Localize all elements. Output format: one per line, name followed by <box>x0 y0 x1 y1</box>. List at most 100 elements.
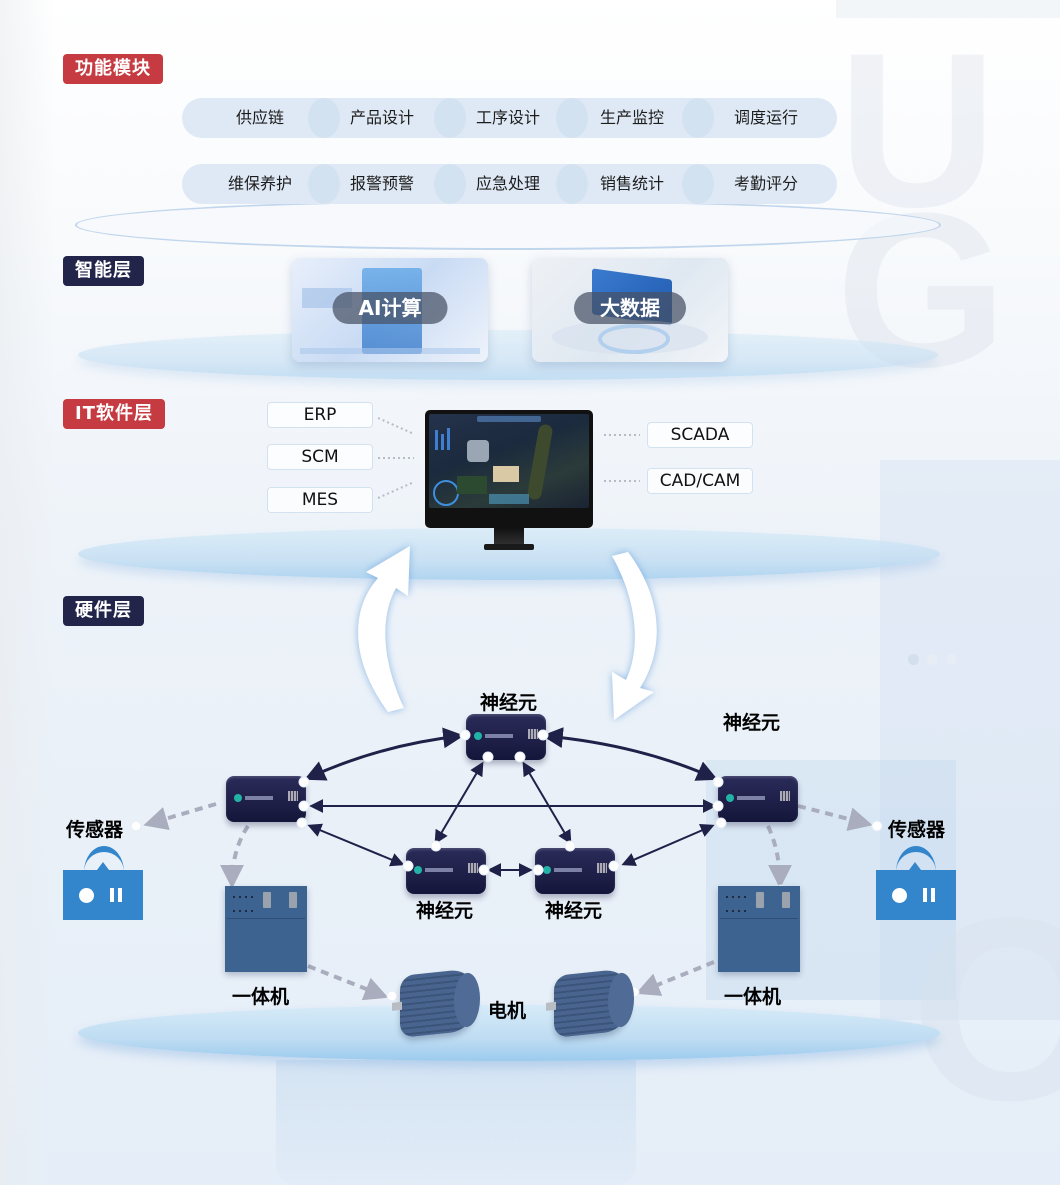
software-tag-cad-cam[interactable]: CAD/CAM <box>647 468 753 494</box>
sensor-record-icon <box>892 888 907 903</box>
integrated-machine-left[interactable] <box>225 886 307 972</box>
link-neuron-sensor-right <box>797 804 873 831</box>
port-dot <box>608 860 620 872</box>
neuron-device-bottom-left[interactable] <box>406 848 486 894</box>
screen-chart-bar <box>441 434 444 450</box>
port-dot <box>298 800 310 812</box>
neuron-label-top: 神经元 <box>480 692 538 714</box>
section-badge-intelligence: 智能层 <box>63 256 144 286</box>
function-module-item[interactable]: 销售统计 <box>599 174 664 193</box>
function-module-item[interactable]: 工序设计 <box>475 108 540 127</box>
screen-title-bar <box>477 416 541 422</box>
qr-code-icon <box>597 863 607 873</box>
sensor-device-left[interactable] <box>63 870 143 920</box>
sensor-signal-icon <box>84 846 124 872</box>
port-dot <box>537 729 549 741</box>
function-module-item[interactable]: 考勤评分 <box>733 174 798 193</box>
port-dot <box>532 864 544 876</box>
port-dot <box>478 864 490 876</box>
software-tag-scada[interactable]: SCADA <box>647 422 753 448</box>
neuron-device-left[interactable] <box>226 776 306 822</box>
integrated-machine-label-right: 一体机 <box>724 986 782 1008</box>
port-dot <box>514 751 526 763</box>
motor-label: 电机 <box>488 1000 527 1022</box>
link-left-bottomleft <box>307 823 405 867</box>
neuron-brand-mark <box>485 734 513 738</box>
monitor-stand-neck <box>494 528 524 546</box>
link-neuron-cabinet-right <box>766 825 792 889</box>
port-dot <box>386 990 398 1002</box>
function-module-item[interactable]: 产品设计 <box>349 108 414 127</box>
connector-erp <box>377 417 415 435</box>
section-badge-function: 功能模块 <box>63 54 163 84</box>
function-module-item[interactable]: 应急处理 <box>475 174 540 193</box>
software-tag-mes[interactable]: MES <box>267 487 373 513</box>
monitor-screen <box>429 414 589 508</box>
motor-shaft <box>546 1001 556 1011</box>
pill-separator <box>682 98 714 138</box>
big-data-label: 大数据 <box>574 292 686 324</box>
big-data-pedestal <box>552 320 708 354</box>
ai-illustration-base <box>300 348 480 354</box>
link-top-bottomright <box>522 761 572 845</box>
port-dot <box>296 817 308 829</box>
neuron-device-right[interactable] <box>718 776 798 822</box>
neuron-device-top[interactable] <box>466 714 546 760</box>
neuron-logo-icon <box>414 866 422 874</box>
cabinet-meter <box>782 892 790 908</box>
function-module-item[interactable]: 维保养护 <box>227 174 292 193</box>
function-module-item[interactable]: 生产监控 <box>599 108 664 127</box>
integrated-machine-right[interactable] <box>718 886 800 972</box>
intelligence-platform-disc <box>78 330 938 380</box>
neuron-brand-mark <box>425 868 453 872</box>
section-badge-it-software: IT软件层 <box>63 399 165 429</box>
cabinet-meter <box>756 892 764 908</box>
port-dot <box>871 820 883 832</box>
software-tag-erp[interactable]: ERP <box>267 402 373 428</box>
watermark-block <box>836 0 1060 18</box>
port-dot <box>459 729 471 741</box>
screen-grass <box>457 476 487 494</box>
qr-code-icon <box>780 791 790 801</box>
function-module-item[interactable]: 调度运行 <box>733 108 798 127</box>
dots-decoration <box>908 654 962 666</box>
pill-separator <box>682 164 714 204</box>
connector-mes <box>377 481 415 499</box>
function-row-1: 供应链 产品设计 工序设计 生产监控 调度运行 <box>182 98 837 138</box>
motor-shaft <box>392 1001 402 1011</box>
neuron-label-bottom-right: 神经元 <box>545 900 603 922</box>
software-tag-scm[interactable]: SCM <box>267 444 373 470</box>
link-neuron-sensor-left <box>143 802 217 831</box>
neuron-device-bottom-right[interactable] <box>535 848 615 894</box>
sensor-label-left: 传感器 <box>66 819 124 841</box>
monitor-display <box>425 410 593 528</box>
big-data-card[interactable]: 大数据 <box>532 258 728 362</box>
neuron-label-bottom-left: 神经元 <box>416 900 474 922</box>
screen-building <box>493 466 519 482</box>
pill-separator <box>556 98 588 138</box>
sensor-antenna-icon <box>97 862 109 870</box>
link-right-bottomright <box>621 824 715 866</box>
screen-tanks <box>467 440 489 462</box>
port-dot <box>564 840 576 852</box>
watermark-letter-o: O <box>910 865 1060 1155</box>
link-neuron-cabinet-left <box>220 824 250 889</box>
integrated-machine-label-left: 一体机 <box>232 986 290 1008</box>
port-dot <box>482 751 494 763</box>
ai-compute-label: AI计算 <box>332 292 448 324</box>
neuron-logo-icon <box>726 794 734 802</box>
function-module-item[interactable]: 报警预警 <box>349 174 414 193</box>
sensor-device-right[interactable] <box>876 870 956 920</box>
qr-code-icon <box>468 863 478 873</box>
function-module-item[interactable]: 供应链 <box>235 108 284 127</box>
cabinet-meter <box>289 892 297 908</box>
upward-arrow <box>358 546 410 712</box>
neuron-logo-icon <box>234 794 242 802</box>
ai-compute-card[interactable]: AI计算 <box>292 258 488 362</box>
screen-chart-bar <box>435 430 438 450</box>
sensor-label-right: 传感器 <box>888 819 946 841</box>
pill-separator <box>556 164 588 204</box>
neuron-logo-icon <box>474 732 482 740</box>
